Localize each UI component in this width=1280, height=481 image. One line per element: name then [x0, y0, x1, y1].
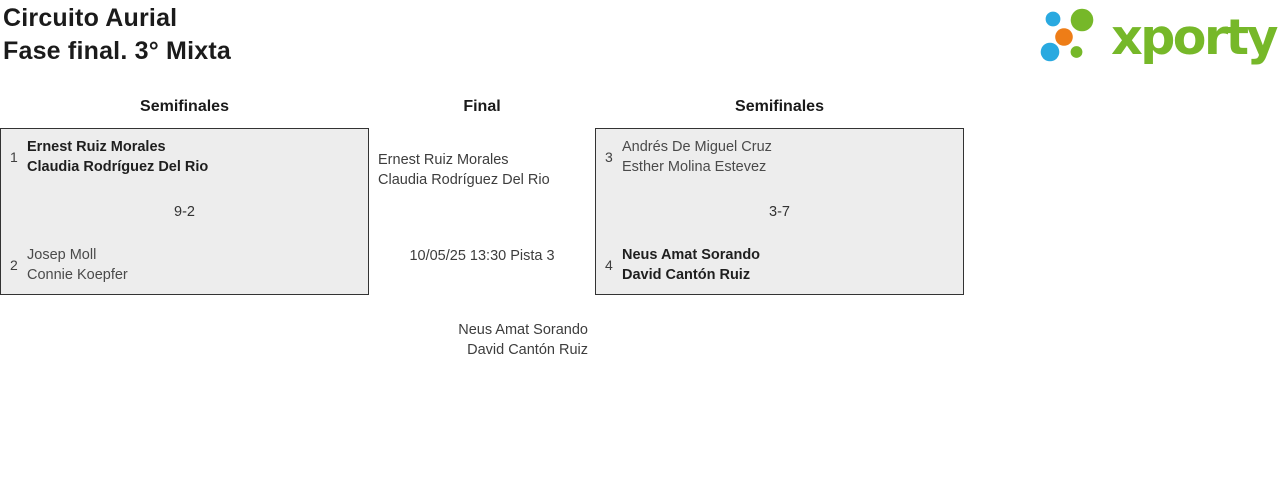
final-schedule: 10/05/25 13:30 Pista 3 [409, 248, 555, 264]
player-name: Esther Molina Estevez [622, 158, 767, 175]
final-team-top: Ernest Ruiz Morales Claudia Rodríguez De… [378, 151, 550, 190]
player-name: Neus Amat Sorando [458, 322, 588, 338]
phase-name: Fase final. 3° Mixta [3, 37, 231, 65]
team-slot: 2 Josep Moll Connie Koepfer [1, 246, 368, 285]
team-players: Ernest Ruiz Morales Claudia Rodríguez De… [27, 138, 208, 177]
player-name: David Cantón Ruiz [467, 341, 588, 358]
logo-dots-icon [1040, 8, 1094, 62]
player-name: Claudia Rodríguez Del Rio [378, 171, 550, 188]
match-score: 9-2 [174, 203, 195, 220]
round-header-semifinals-right: Semifinales [735, 98, 824, 115]
semifinal-right-match: 3 Andrés De Miguel Cruz Esther Molina Es… [595, 128, 964, 295]
team-players: Josep Moll Connie Koepfer [27, 246, 128, 285]
tournament-name: Circuito Aurial [3, 4, 178, 32]
semifinal-left-match: 1 Ernest Ruiz Morales Claudia Rodríguez … [0, 128, 369, 295]
player-name: Claudia Rodríguez Del Rio [27, 158, 209, 175]
player-name: Josep Moll [27, 247, 97, 263]
player-name: Neus Amat Sorando [622, 247, 761, 263]
team-players: Neus Amat Sorando David Cantón Ruiz [622, 246, 760, 285]
page-title: Circuito Aurial Fase final. 3° Mixta [3, 2, 231, 68]
match-score: 3-7 [769, 203, 790, 220]
team-slot: 4 Neus Amat Sorando David Cantón Ruiz [596, 246, 963, 285]
player-name: Ernest Ruiz Morales [27, 139, 166, 155]
team-slot: 3 Andrés De Miguel Cruz Esther Molina Es… [596, 138, 963, 177]
player-name: David Cantón Ruiz [622, 266, 751, 283]
team-slot: 1 Ernest Ruiz Morales Claudia Rodríguez … [1, 138, 368, 177]
xporty-logo[interactable]: xporty [1034, 2, 1278, 74]
team-seed: 2 [10, 257, 18, 273]
round-header-semifinals-left: Semifinales [140, 98, 229, 115]
player-name: Ernest Ruiz Morales [378, 152, 509, 168]
team-players: Andrés De Miguel Cruz Esther Molina Este… [622, 138, 772, 177]
round-header-final: Final [463, 98, 501, 115]
team-seed: 3 [605, 149, 613, 165]
team-seed: 1 [10, 149, 18, 165]
player-name: Connie Koepfer [27, 266, 128, 283]
team-seed: 4 [605, 257, 613, 273]
player-name: Andrés De Miguel Cruz [622, 139, 772, 155]
final-team-bottom: Neus Amat Sorando David Cantón Ruiz [369, 321, 588, 360]
logo-wordmark: xporty [1111, 9, 1278, 66]
